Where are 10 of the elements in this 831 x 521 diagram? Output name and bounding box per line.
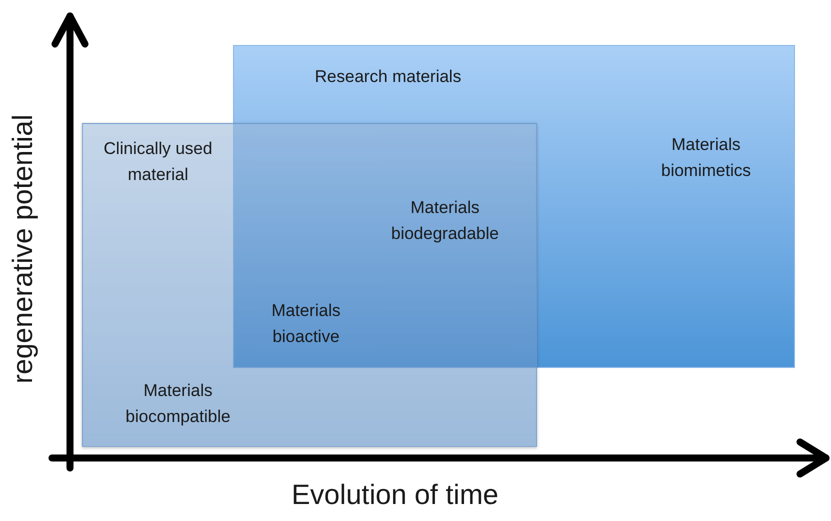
- region-label: Materials biomimetics: [660, 134, 752, 182]
- axis-title: Evolution of time: [290, 478, 500, 512]
- region-label: Clinically used material: [102, 138, 214, 186]
- region-label: Materials bioactive: [270, 300, 342, 348]
- region-label: Research materials: [314, 66, 462, 88]
- region-label: Materials biodegradable: [390, 197, 500, 245]
- axis-title: regenerative potential: [6, 113, 39, 386]
- region-box: [233, 45, 795, 368]
- region-box: [82, 123, 537, 447]
- region-label: Materials biocompatible: [124, 380, 232, 428]
